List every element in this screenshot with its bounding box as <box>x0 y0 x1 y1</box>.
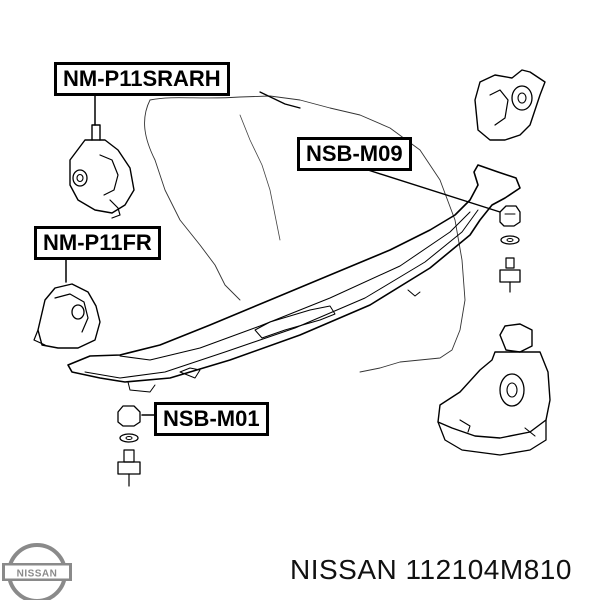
callout-nm-p11fr: NM-P11FR <box>34 226 161 260</box>
nissan-logo-text: NISSAN <box>17 569 58 580</box>
mount-transmission-part <box>437 323 551 456</box>
callout-nsb-m09: NSB-M09 <box>297 137 412 171</box>
mount-top-right-part <box>474 69 546 141</box>
engine-outline-left <box>144 99 241 301</box>
nissan-logo: NISSAN <box>2 543 72 603</box>
bolt-stack-right-part <box>499 205 521 293</box>
part-number-caption: NISSAN 112104M810 <box>290 554 572 585</box>
crossmember <box>67 164 521 383</box>
bolt-stack-left-part <box>117 405 141 487</box>
mount-rear-left-part <box>69 124 135 219</box>
mount-front-part <box>33 283 101 349</box>
callout-nsb-m01: NSB-M01 <box>154 402 269 436</box>
engine-outline <box>149 95 466 373</box>
callout-nm-p11srarh: NM-P11SRARH <box>54 62 230 96</box>
